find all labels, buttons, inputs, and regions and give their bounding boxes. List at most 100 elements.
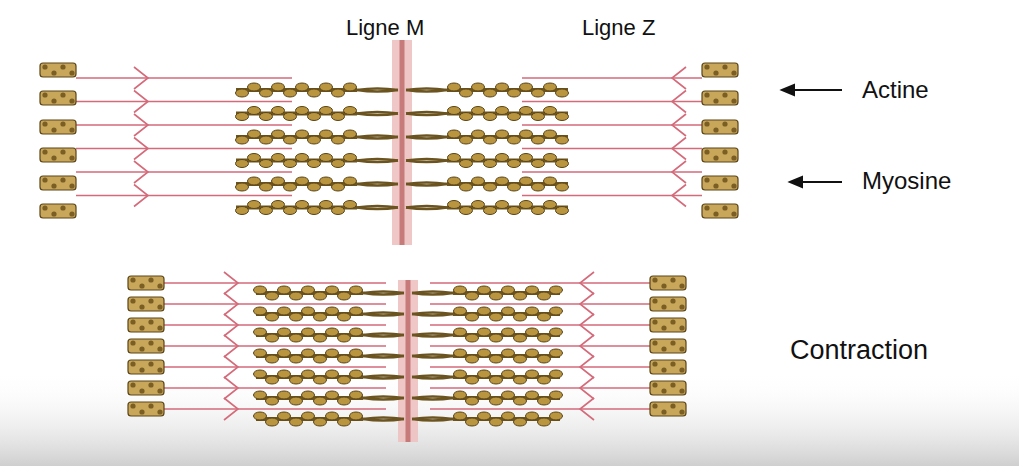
myosin-head bbox=[478, 349, 491, 357]
z-disc-knob bbox=[139, 283, 144, 288]
myosin-head bbox=[326, 412, 339, 420]
myosin-head bbox=[544, 154, 557, 162]
z-disc-knob bbox=[713, 98, 718, 103]
myosin-head bbox=[532, 160, 545, 168]
z-disc-knob bbox=[670, 298, 675, 303]
z-disc-knob bbox=[148, 340, 153, 345]
myosin-head bbox=[260, 89, 273, 97]
z-disc-block bbox=[128, 339, 164, 353]
z-disc-knob bbox=[51, 98, 56, 103]
z-disc-knob bbox=[148, 382, 153, 387]
z-disc-block bbox=[128, 276, 164, 290]
myosin-bare-zone bbox=[406, 90, 447, 92]
arrow-head bbox=[782, 85, 794, 95]
z-disc-knob bbox=[130, 361, 135, 366]
myosin-head bbox=[550, 307, 563, 315]
myosin-head bbox=[248, 107, 261, 115]
myosin-head bbox=[538, 418, 551, 426]
actin-filament bbox=[76, 148, 292, 150]
myosin-bare-zone bbox=[412, 377, 453, 379]
myosin-head bbox=[326, 286, 339, 294]
z-line-branch bbox=[672, 91, 686, 113]
myosin-head bbox=[544, 201, 557, 209]
myosin-head bbox=[314, 397, 327, 405]
z-disc-knob bbox=[670, 319, 675, 324]
actin-filament bbox=[430, 366, 650, 368]
z-line-branch bbox=[224, 377, 238, 399]
myosin-head bbox=[490, 292, 503, 300]
myosin-head bbox=[350, 412, 363, 420]
z-disc-knob bbox=[652, 403, 657, 408]
z-disc-block bbox=[650, 318, 686, 332]
myosin-head bbox=[454, 286, 467, 294]
z-disc-knob bbox=[652, 298, 657, 303]
z-disc-knob bbox=[148, 403, 153, 408]
myosin-head bbox=[272, 83, 285, 91]
actin-filament bbox=[164, 387, 386, 389]
myosin-head bbox=[248, 130, 261, 138]
myosin-head bbox=[484, 136, 497, 144]
myosin-bare-zone bbox=[357, 137, 398, 139]
z-disc-knob bbox=[130, 403, 135, 408]
myosin-head bbox=[260, 183, 273, 191]
myosin-head bbox=[320, 107, 333, 115]
myosin-bare-zone bbox=[406, 114, 447, 116]
myosin-head bbox=[514, 376, 527, 384]
myosin-head bbox=[254, 391, 267, 399]
myosin-bare-zone bbox=[406, 208, 447, 210]
myosin-head bbox=[320, 201, 333, 209]
z-disc-knob bbox=[130, 319, 135, 324]
z-disc-knob bbox=[157, 388, 162, 393]
z-disc-block bbox=[40, 148, 76, 162]
actin-filament bbox=[76, 171, 292, 173]
myosin-head bbox=[248, 177, 261, 185]
myosin-head bbox=[236, 136, 249, 144]
z-disc-knob bbox=[157, 283, 162, 288]
z-line-branch bbox=[134, 67, 148, 89]
myosin-head bbox=[284, 136, 297, 144]
bottom-fade bbox=[0, 370, 1019, 466]
myosin-head bbox=[556, 136, 569, 144]
z-disc-knob bbox=[731, 98, 736, 103]
z-line-branch bbox=[134, 91, 148, 113]
actin-filament bbox=[522, 101, 702, 103]
myosin-head bbox=[248, 83, 261, 91]
myosin-bare-zone bbox=[412, 314, 453, 316]
actin-label: Actine bbox=[862, 77, 929, 103]
actin-filament bbox=[76, 77, 292, 79]
myosin-head bbox=[278, 412, 291, 420]
myosin-head bbox=[308, 136, 321, 144]
myosin-head bbox=[296, 154, 309, 162]
myosin-head bbox=[278, 307, 291, 315]
myosin-head bbox=[338, 313, 351, 321]
myosin-head bbox=[454, 349, 467, 357]
myosin-head bbox=[326, 328, 339, 336]
myosin-head bbox=[236, 183, 249, 191]
myosin-head bbox=[538, 313, 551, 321]
actin-filament bbox=[164, 345, 386, 347]
myosin-head bbox=[350, 349, 363, 357]
myosin-head bbox=[538, 376, 551, 384]
z-disc-knob bbox=[661, 325, 666, 330]
myosin-head bbox=[502, 412, 515, 420]
myosin-head bbox=[478, 412, 491, 420]
myosin-head bbox=[332, 207, 345, 215]
z-disc-knob bbox=[661, 367, 666, 372]
myosin-bare-zone bbox=[412, 419, 453, 421]
myosin-head bbox=[332, 136, 345, 144]
z-disc-knob bbox=[130, 382, 135, 387]
z-line-branch bbox=[134, 114, 148, 136]
myosin-head bbox=[472, 107, 485, 115]
z-disc-knob bbox=[661, 388, 666, 393]
myosin-head bbox=[514, 397, 527, 405]
z-disc-knob bbox=[51, 70, 56, 75]
z-disc-knob bbox=[661, 304, 666, 309]
myosin-head bbox=[496, 201, 509, 209]
myosin-head bbox=[496, 154, 509, 162]
leader-arrows bbox=[782, 85, 842, 187]
myosin-head bbox=[326, 391, 339, 399]
myosin-bare-zone bbox=[412, 335, 453, 337]
z-line-branch bbox=[224, 314, 238, 336]
myosin-head bbox=[296, 83, 309, 91]
